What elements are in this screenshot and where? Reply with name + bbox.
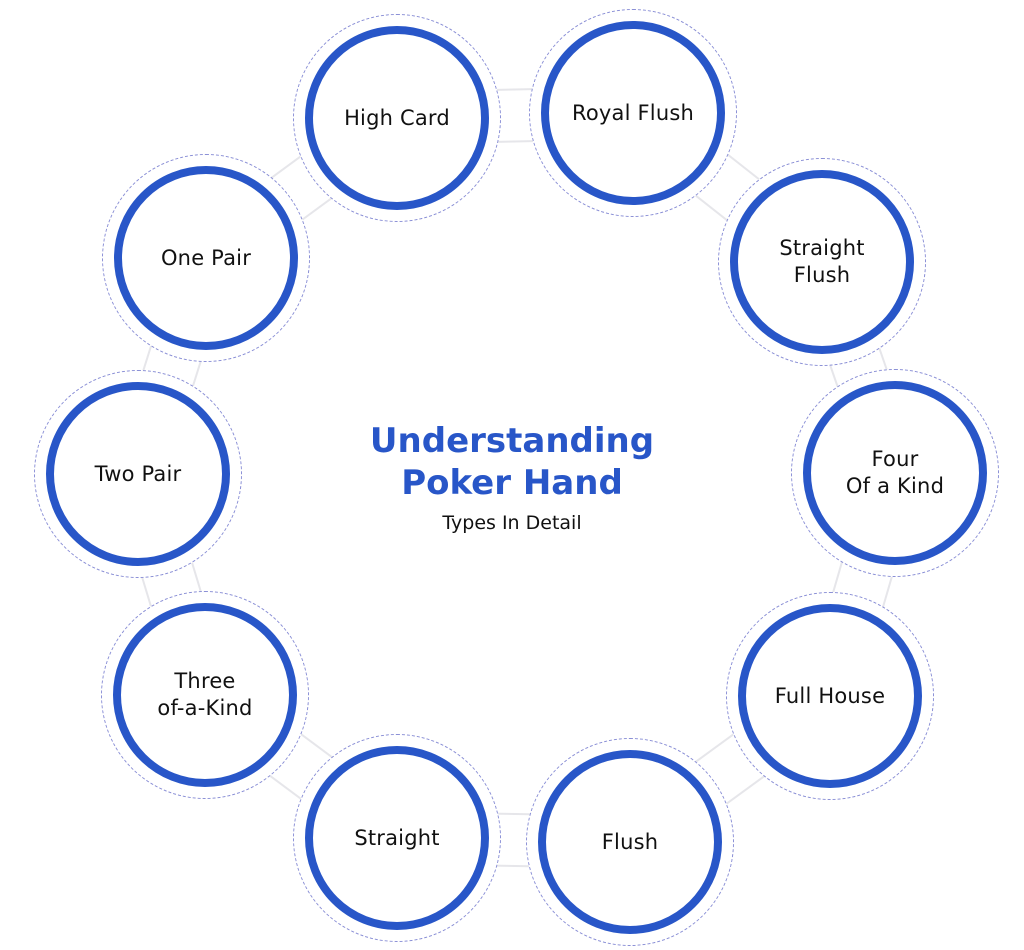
hand-node-one-pair: One Pair — [102, 154, 310, 362]
hand-label-straight: Straight — [354, 825, 440, 850]
hand-node-flush: Flush — [526, 738, 734, 946]
hand-ring-four-of-a-kind: Four Of a Kind — [803, 381, 987, 565]
hand-label-full-house: Full House — [774, 683, 886, 708]
hand-ring-royal-flush: Royal Flush — [541, 21, 725, 205]
diagram-title: Understanding Poker Hand — [369, 421, 655, 503]
hand-node-high-card: High Card — [293, 14, 501, 222]
hand-label-one-pair: One Pair — [160, 245, 252, 270]
hand-label-three-of-a-kind: Three of-a-Kind — [157, 669, 253, 720]
center-title-block: Understanding Poker Hand Types In Detail — [312, 420, 712, 536]
hand-ring-flush: Flush — [538, 750, 722, 934]
hand-node-three-of-a-kind: Three of-a-Kind — [101, 591, 309, 799]
hand-ring-straight: Straight — [305, 746, 489, 930]
hand-label-flush: Flush — [601, 829, 659, 854]
hand-node-straight: Straight — [293, 734, 501, 942]
hand-ring-one-pair: One Pair — [114, 166, 298, 350]
hand-node-full-house: Full House — [726, 592, 934, 800]
hand-label-two-pair: Two Pair — [94, 461, 182, 486]
hand-node-two-pair: Two Pair — [34, 370, 242, 578]
hand-label-royal-flush: Royal Flush — [572, 100, 694, 125]
hand-label-four-of-a-kind: Four Of a Kind — [845, 447, 945, 498]
hand-label-high-card: High Card — [344, 105, 450, 130]
diagram-subtitle: Types In Detail — [442, 512, 582, 534]
hand-ring-full-house: Full House — [738, 604, 922, 788]
hand-node-royal-flush: Royal Flush — [529, 9, 737, 217]
hand-label-straight-flush: Straight Flush — [779, 236, 865, 287]
hand-ring-two-pair: Two Pair — [46, 382, 230, 566]
hand-ring-straight-flush: Straight Flush — [730, 170, 914, 354]
hand-ring-high-card: High Card — [305, 26, 489, 210]
hand-ring-three-of-a-kind: Three of-a-Kind — [113, 603, 297, 787]
hand-node-four-of-a-kind: Four Of a Kind — [791, 369, 999, 577]
hand-node-straight-flush: Straight Flush — [718, 158, 926, 366]
